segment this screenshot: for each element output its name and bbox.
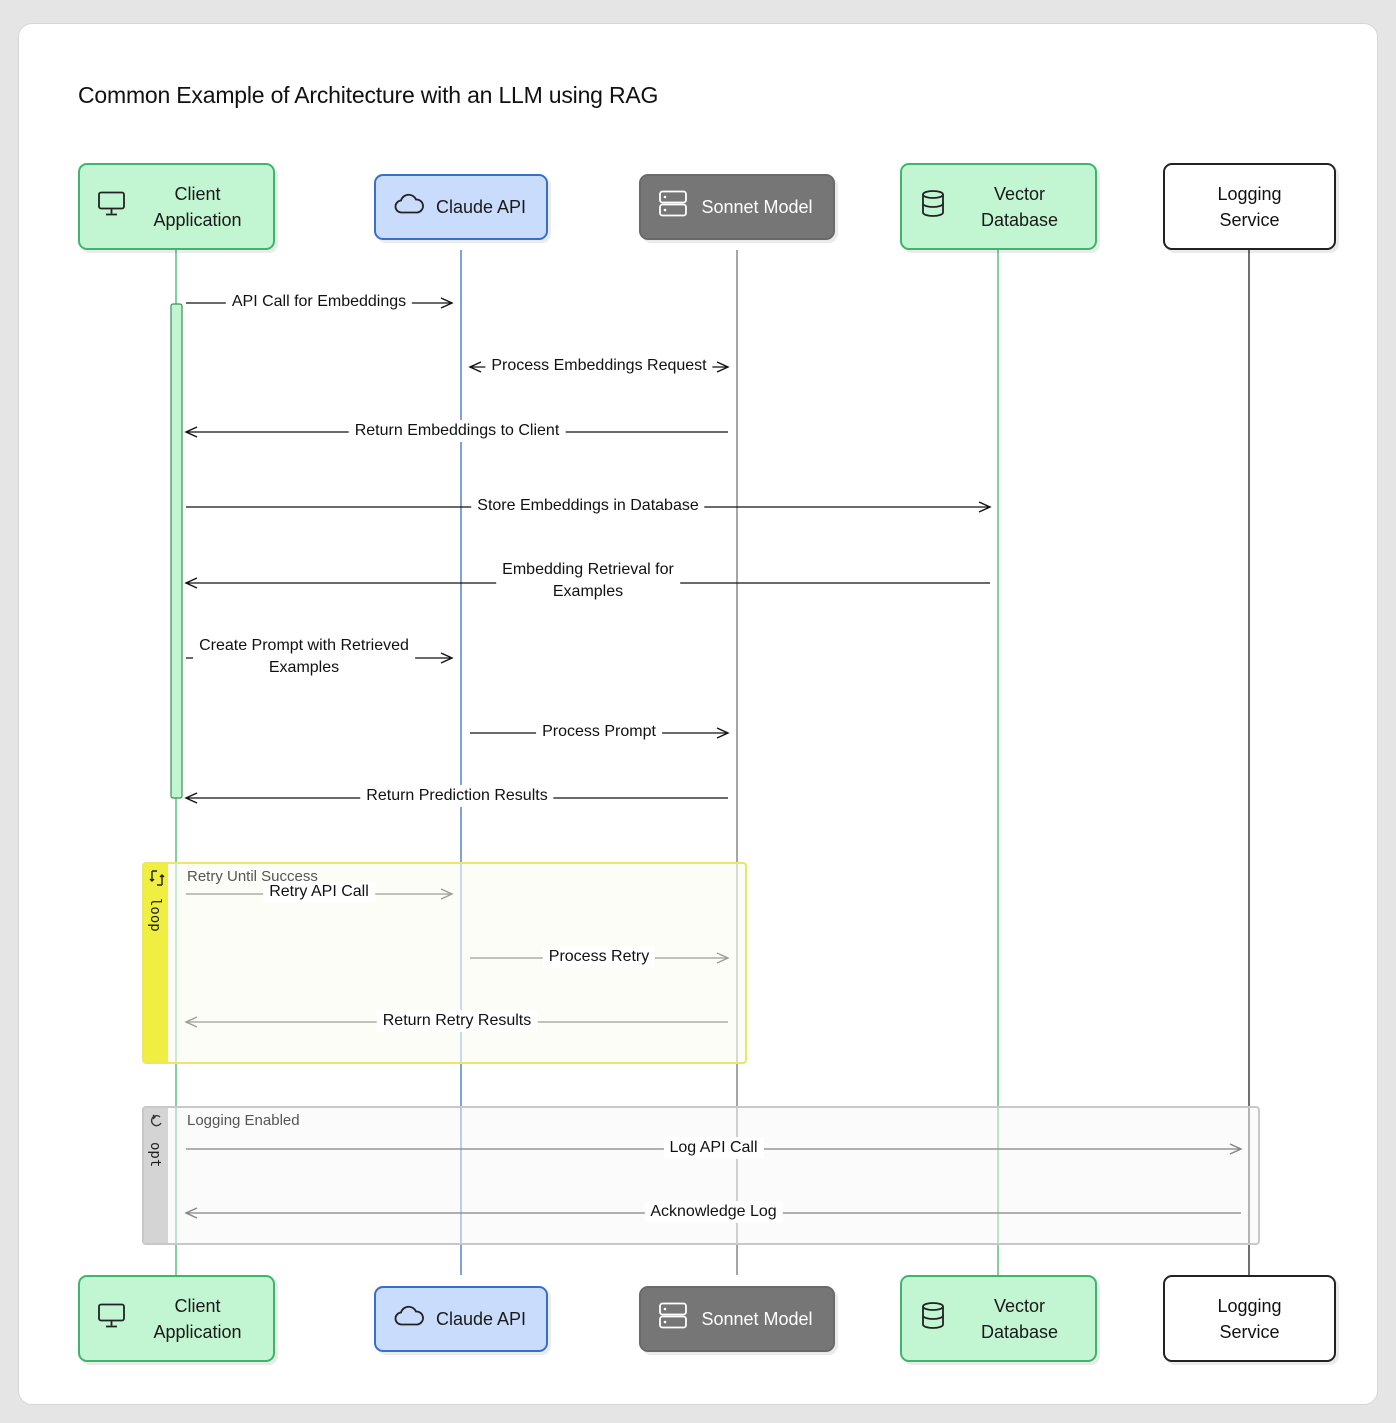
- message-label: API Call for Embeddings: [225, 291, 413, 313]
- participant-sonnet-label: Sonnet Model: [701, 1309, 813, 1329]
- message-label: Create Prompt with Retrieved Examples: [193, 635, 415, 679]
- message-label: Acknowledge Log: [644, 1201, 783, 1223]
- participant-claude-label: Claude API: [435, 197, 527, 217]
- message-label: Return Retry Results: [376, 1010, 538, 1032]
- message-label: Retry API Call: [263, 881, 375, 903]
- opt-icon: [149, 1113, 165, 1134]
- opt-fragment: opt Logging Enabled: [142, 1106, 1260, 1245]
- monitor-icon: [97, 189, 127, 224]
- participant-logging-label: Logging Service: [1217, 1295, 1282, 1342]
- participant-vector-top[interactable]: Vector Database: [900, 163, 1097, 250]
- participant-logging-label: Logging Service: [1217, 183, 1282, 230]
- participant-client-label: Client Application: [153, 1295, 242, 1342]
- participant-client-label: Client Application: [153, 183, 242, 230]
- opt-fragment-tab: [144, 1108, 168, 1243]
- loop-title: Retry Until Success: [187, 868, 318, 885]
- monitor-icon: [97, 1301, 127, 1336]
- participant-claude-top[interactable]: Claude API: [374, 174, 548, 240]
- server-icon: [658, 1301, 688, 1338]
- message-label: Return Prediction Results: [360, 785, 554, 807]
- opt-keyword: opt: [147, 1142, 163, 1168]
- participant-sonnet-label: Sonnet Model: [701, 197, 813, 217]
- participant-vector-bottom[interactable]: Vector Database: [900, 1275, 1097, 1362]
- database-icon: [919, 188, 947, 225]
- database-icon: [919, 1300, 947, 1337]
- participant-vector-label: Vector Database: [980, 183, 1059, 230]
- participant-client-bottom[interactable]: Client Application: [78, 1275, 275, 1362]
- loop-fragment: loop Retry Until Success: [142, 862, 747, 1064]
- loop-fragment-tab: [144, 864, 168, 1062]
- server-icon: [658, 189, 688, 226]
- message-label: Return Embeddings to Client: [348, 420, 566, 442]
- participant-claude-label: Claude API: [435, 1309, 527, 1329]
- message-label: Process Embeddings Request: [485, 355, 713, 377]
- message-label: Log API Call: [663, 1137, 764, 1159]
- message-label: Process Retry: [542, 946, 656, 968]
- cloud-icon: [393, 1304, 425, 1335]
- cloud-icon: [393, 192, 425, 223]
- participant-vector-label: Vector Database: [980, 1295, 1059, 1342]
- loop-keyword: loop: [147, 898, 163, 932]
- message-label: Store Embeddings in Database: [471, 495, 705, 517]
- diagram-title: Common Example of Architecture with an L…: [78, 82, 659, 108]
- activation-bar-client: [170, 303, 183, 799]
- participant-logging-bottom[interactable]: Logging Service: [1163, 1275, 1336, 1362]
- message-label: Embedding Retrieval for Examples: [496, 559, 680, 603]
- participant-sonnet-top[interactable]: Sonnet Model: [639, 174, 835, 240]
- participant-sonnet-bottom[interactable]: Sonnet Model: [639, 1286, 835, 1352]
- message-label: Process Prompt: [536, 721, 662, 743]
- loop-icon: [148, 869, 166, 892]
- participant-logging-top[interactable]: Logging Service: [1163, 163, 1336, 250]
- participant-claude-bottom[interactable]: Claude API: [374, 1286, 548, 1352]
- opt-title: Logging Enabled: [187, 1112, 300, 1129]
- participant-client-top[interactable]: Client Application: [78, 163, 275, 250]
